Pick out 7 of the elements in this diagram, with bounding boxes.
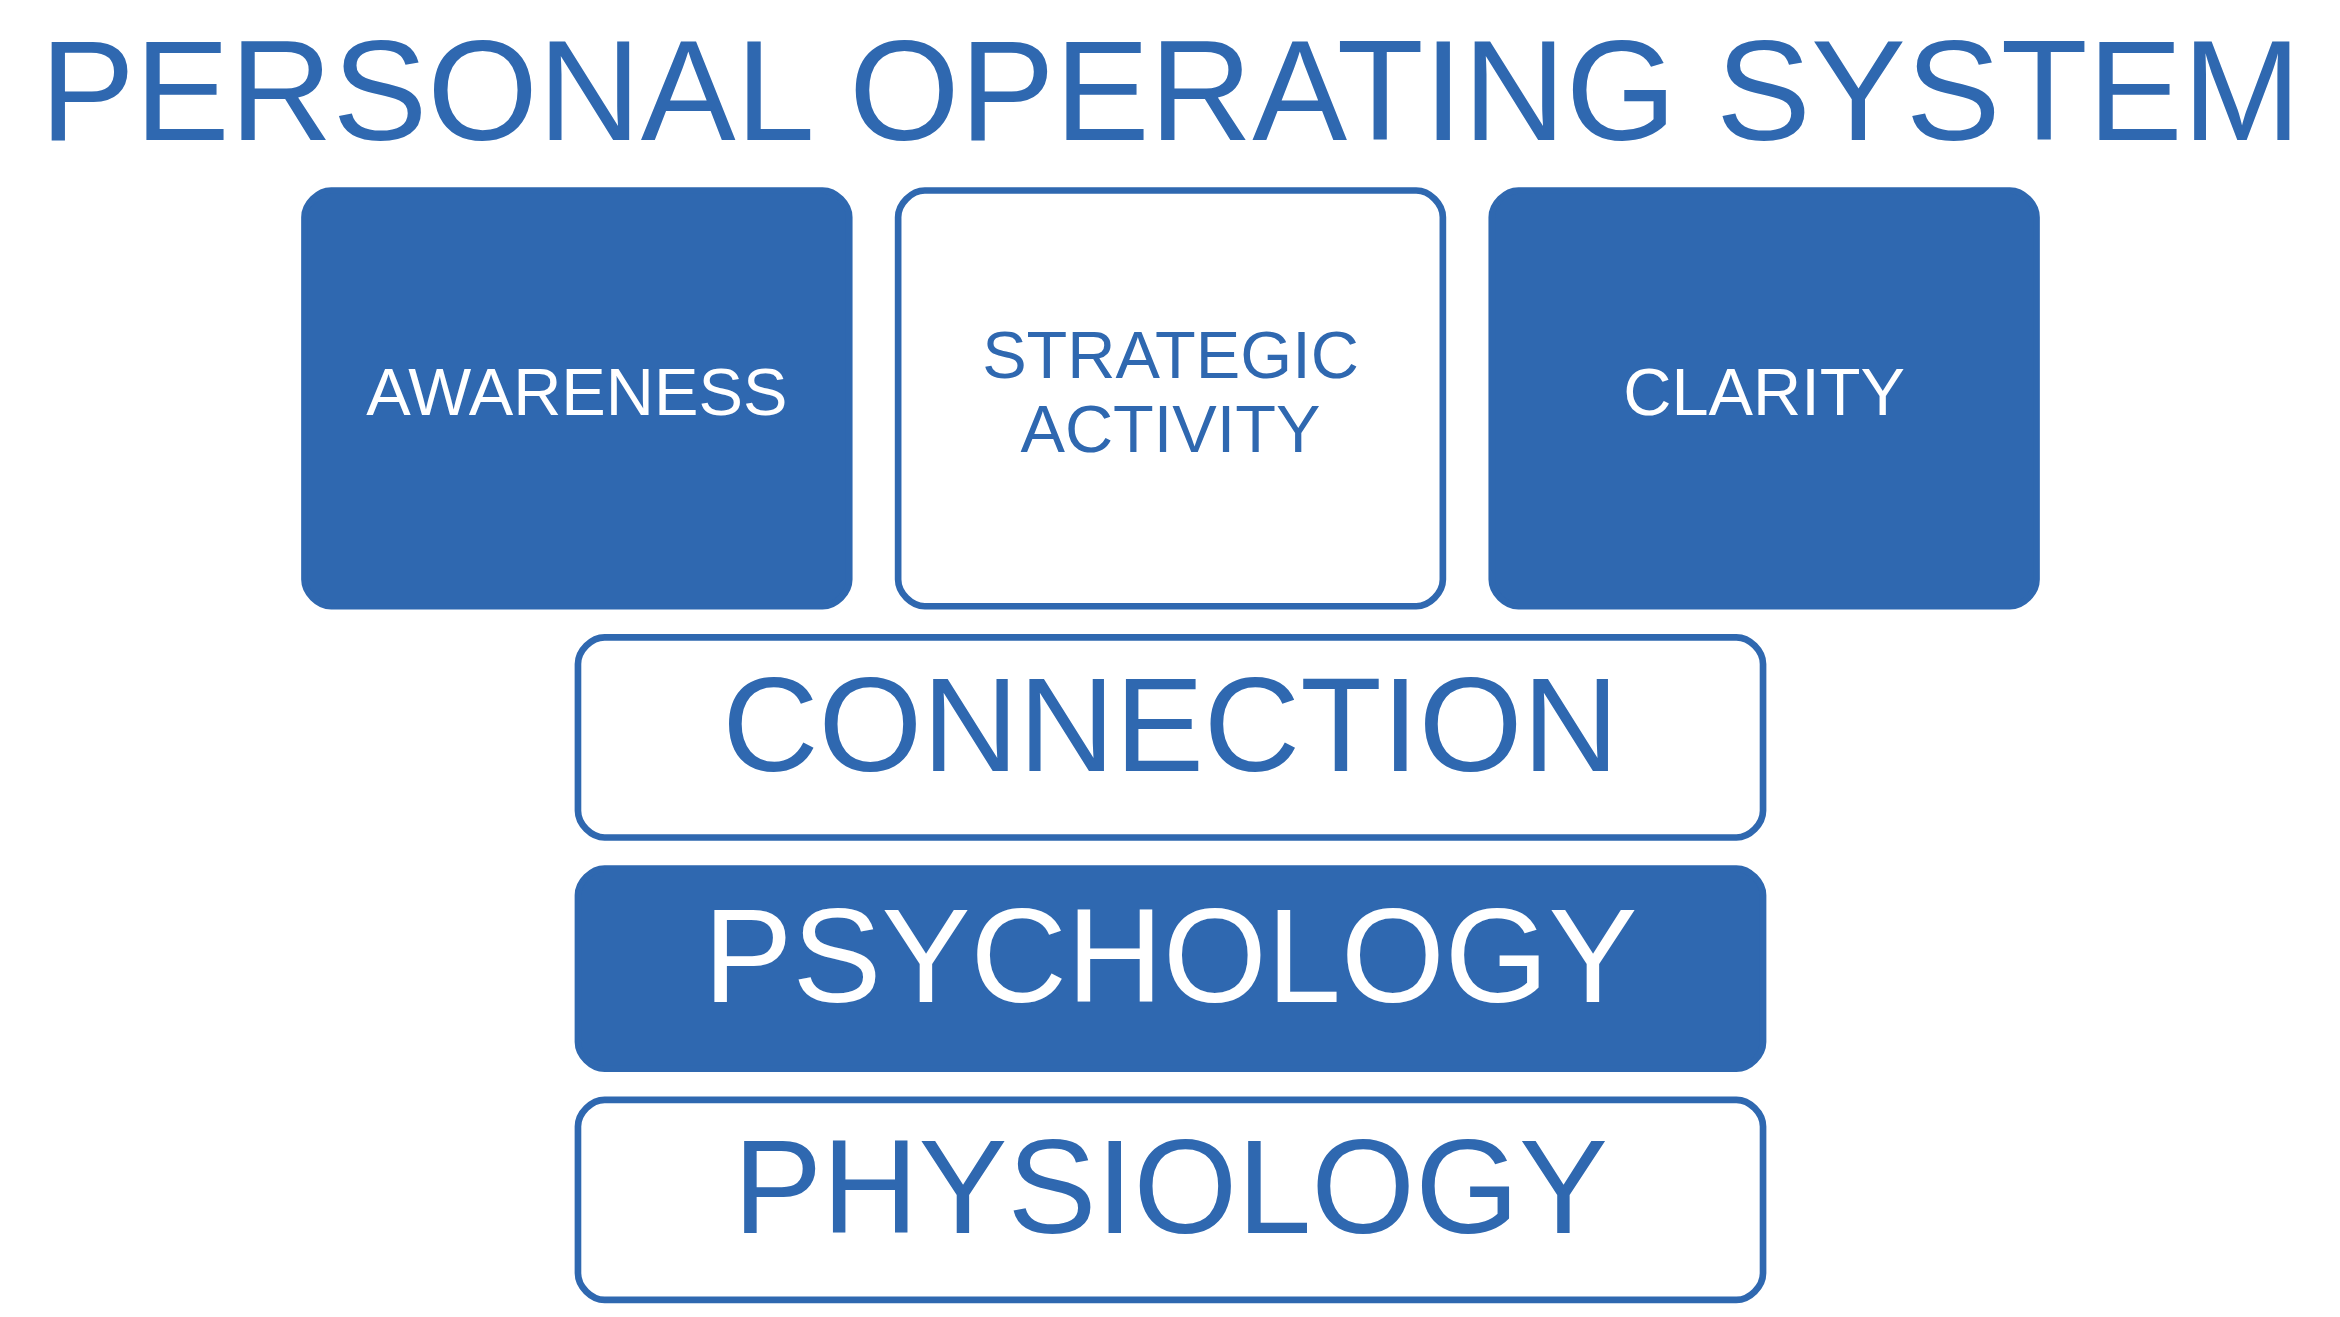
diagram-title: PERSONAL OPERATING SYSTEM — [39, 10, 2301, 170]
node-box: AWARENESS — [300, 187, 853, 610]
node-box: CONNECTION — [574, 634, 1766, 841]
node-box: CLARITY — [1487, 187, 2040, 610]
node-box: PHYSIOLOGY — [574, 1096, 1766, 1304]
node-box: STRATEGIC ACTIVITY — [894, 187, 1446, 610]
node-box: PSYCHOLOGY — [574, 865, 1766, 1073]
